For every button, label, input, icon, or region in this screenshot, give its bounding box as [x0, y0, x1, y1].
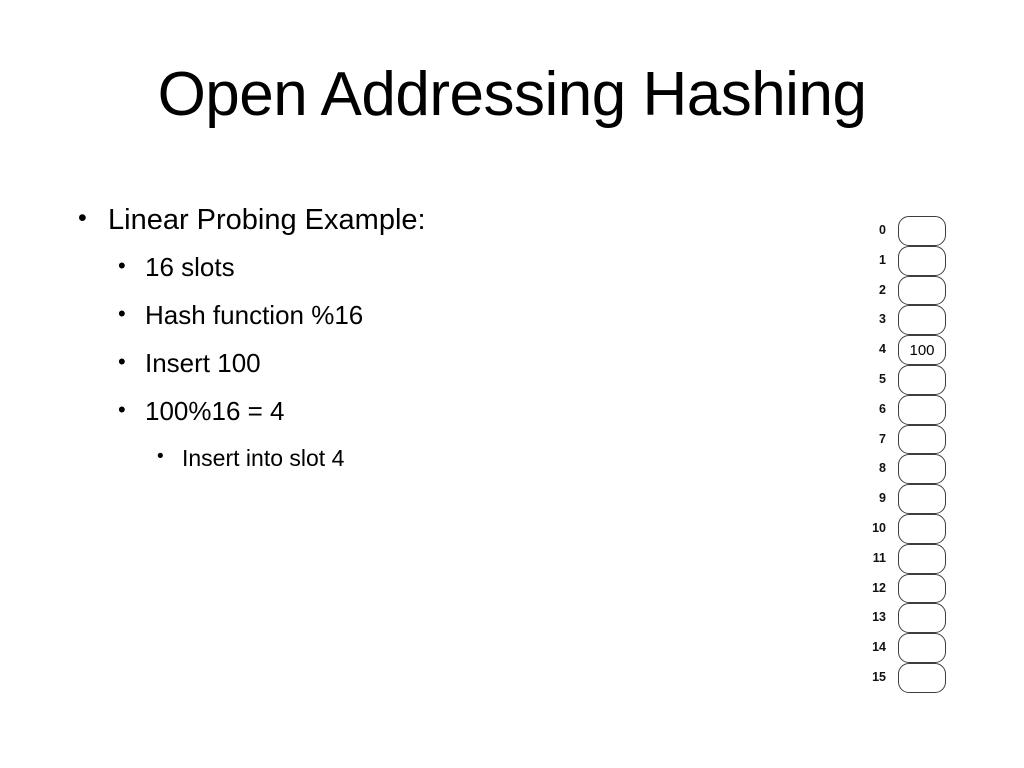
hash-slot-cell[interactable] — [898, 364, 946, 395]
hash-slot-index-label: 0 — [879, 223, 886, 237]
hash-slot-cell[interactable] — [898, 603, 946, 634]
hash-slot-row: 9 — [860, 484, 960, 514]
bullet-point-icon: • — [78, 204, 87, 232]
hash-slot-index-label: 2 — [879, 282, 886, 297]
hash-slot-row: 2 — [860, 275, 960, 306]
hash-slot-row: 7 — [860, 424, 960, 455]
hash-slot-cell[interactable]: 100 — [898, 335, 946, 365]
hash-slot-cell[interactable] — [898, 245, 946, 276]
hash-slot-index-label: 12 — [872, 580, 886, 595]
hash-slot-row: 10 — [860, 513, 960, 544]
bullet-text: Hash function %16 — [145, 300, 364, 330]
bullet-text: Linear Probing Example: — [108, 204, 426, 236]
hash-slot-cell[interactable] — [898, 424, 946, 455]
bullet-text: 16 slots — [145, 252, 235, 282]
bullet-point-icon: • — [118, 253, 126, 278]
hash-slot-index-label: 10 — [872, 520, 886, 535]
hash-slot-index-label: 14 — [872, 640, 886, 655]
hash-slot-row: 8 — [860, 454, 960, 485]
hash-slot-value: 100 — [909, 341, 935, 359]
hash-slot-cell[interactable] — [898, 305, 946, 336]
hash-slot-cell[interactable] — [898, 275, 946, 306]
hash-slot-index-label: 1 — [879, 252, 886, 267]
hash-slot-index-label: 8 — [879, 461, 886, 476]
hash-slot-cell[interactable] — [898, 216, 946, 246]
hash-slot-index-label: 9 — [879, 491, 886, 506]
hash-slot-index-label: 7 — [879, 431, 886, 446]
hash-slot-row: 12 — [860, 573, 960, 604]
hash-slot-cell[interactable] — [898, 543, 946, 574]
hash-slot-row: 14 — [860, 633, 960, 663]
bullet-item: • Hash function %16 — [118, 299, 798, 332]
hash-slot-row: 5 — [860, 364, 960, 395]
hash-slot-row: 3 — [860, 305, 960, 336]
bullet-list: • Linear Probing Example: • 16 slots • Hash f… — [78, 202, 798, 483]
hash-slot-index-label: 13 — [872, 610, 886, 625]
bullet-point-icon: • — [157, 446, 164, 467]
hash-slot-row: 15 — [860, 662, 960, 693]
hash-slot-row: 4 100 — [860, 335, 960, 365]
hash-slot-row: 11 — [860, 543, 960, 574]
bullet-point-icon: • — [118, 301, 126, 326]
bullet-item: • 100%16 = 4 — [118, 395, 798, 428]
hash-slot-row: 1 — [860, 245, 960, 276]
bullet-point-icon: • — [118, 397, 126, 422]
hash-slot-row: 6 — [860, 394, 960, 425]
hash-slot-index-label: 15 — [872, 669, 886, 684]
bullet-item: • Linear Probing Example: — [78, 202, 798, 238]
hash-slot-row: 13 — [860, 603, 960, 634]
bullet-text: 100%16 = 4 — [145, 396, 285, 426]
hash-slot-cell[interactable] — [898, 513, 946, 544]
hash-slot-cell[interactable] — [898, 484, 946, 514]
hash-slot-index-label: 11 — [872, 550, 886, 565]
hash-slot-cell[interactable] — [898, 394, 946, 425]
bullet-item: • Insert 100 — [118, 347, 798, 380]
bullet-point-icon: • — [118, 349, 126, 374]
hash-slot-row: 0 — [860, 216, 960, 246]
hash-slot-index-label: 6 — [879, 401, 886, 416]
hash-slot-index-label: 5 — [879, 371, 886, 386]
bullet-item: • 16 slots — [118, 251, 798, 284]
hash-slot-cell[interactable] — [898, 454, 946, 485]
hash-slot-cell[interactable] — [898, 633, 946, 663]
hash-slot-cell[interactable] — [898, 573, 946, 604]
bullet-text: Insert 100 — [145, 348, 261, 378]
bullet-text: Insert into slot 4 — [182, 445, 345, 471]
page-title: Open Addressing Hashing — [157, 60, 867, 129]
hash-slot-cell[interactable] — [898, 662, 946, 693]
hash-slot-index-label: 3 — [879, 312, 886, 327]
bullet-item: • Insert into slot 4 — [157, 443, 798, 473]
hash-slot-index-label: 4 — [879, 342, 886, 357]
